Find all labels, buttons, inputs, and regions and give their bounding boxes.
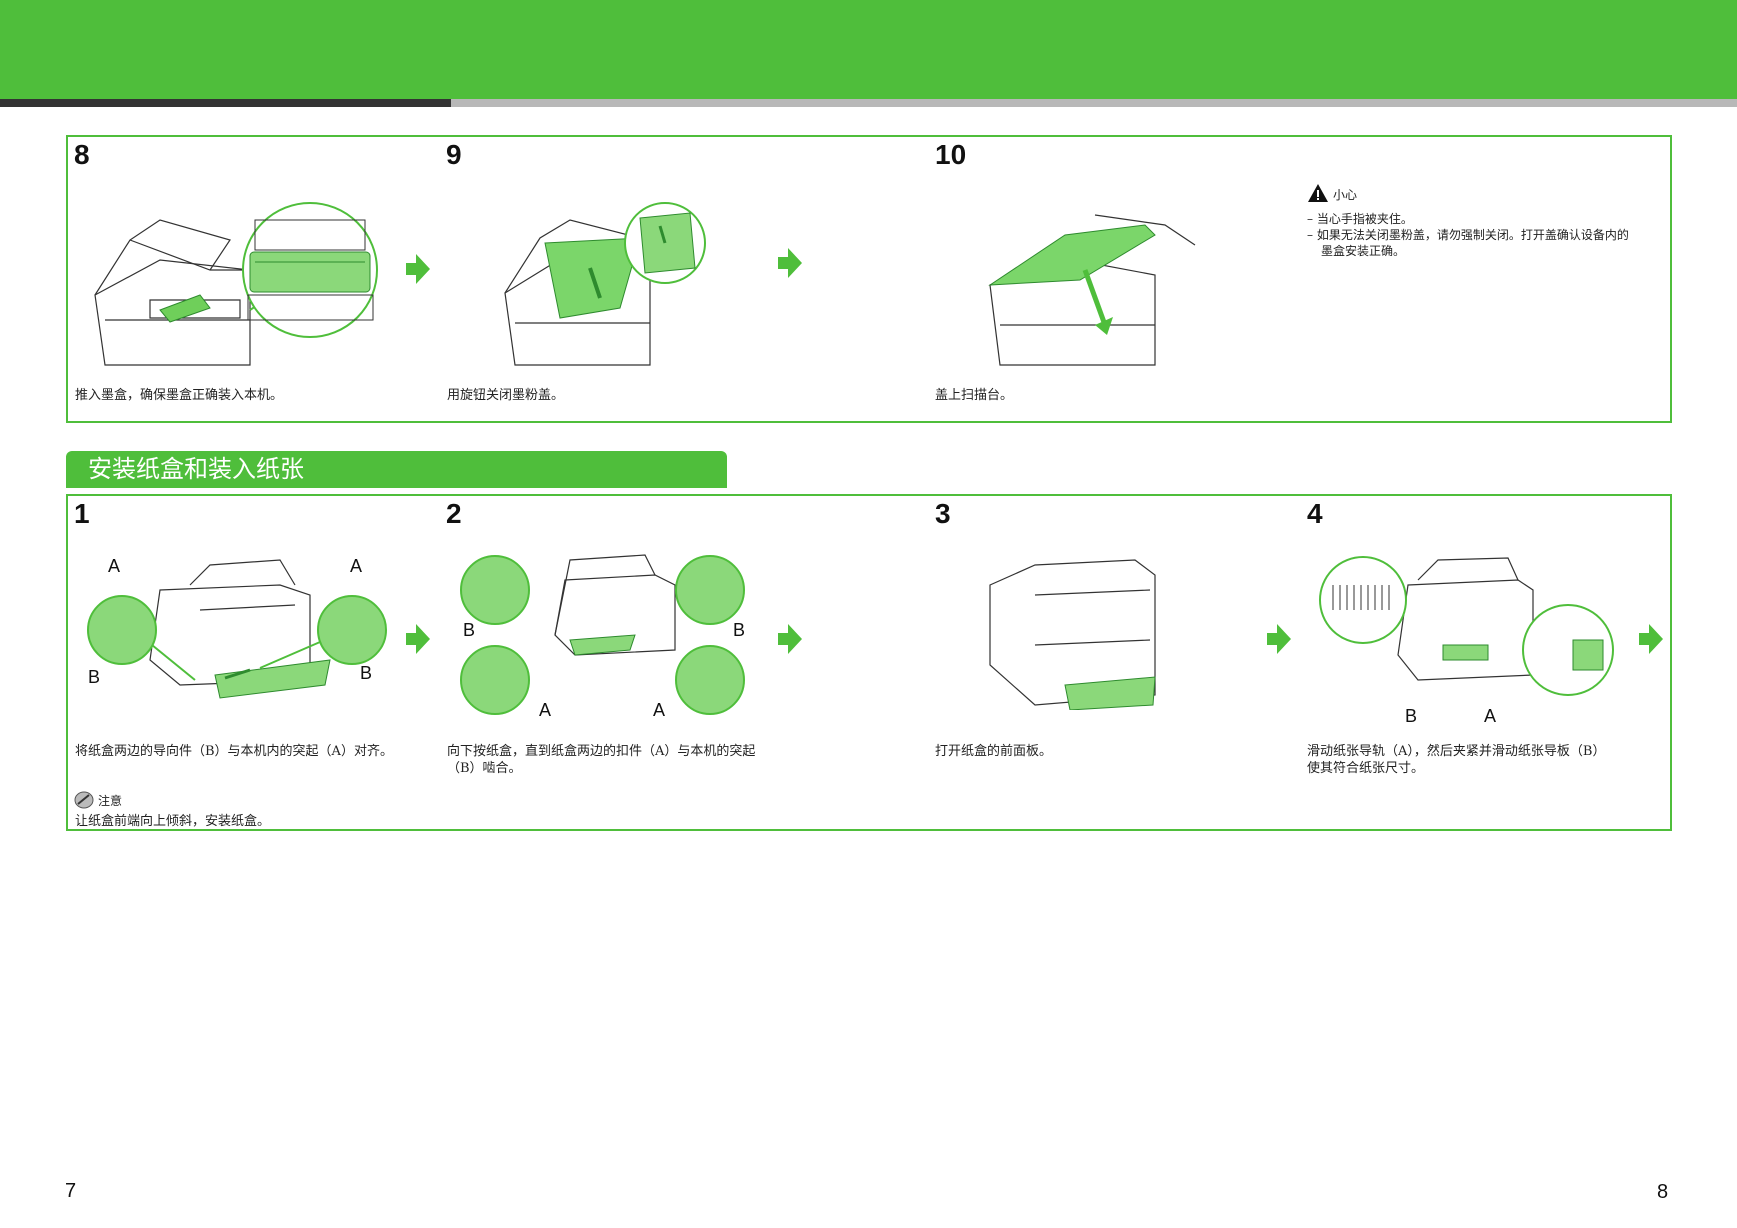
step-8-illustration	[94, 202, 378, 366]
label-a: A	[539, 700, 551, 720]
label-a: A	[653, 700, 665, 720]
header-band	[0, 0, 1737, 99]
bottom-step-3-illustration	[989, 559, 1156, 710]
next-step-arrow	[406, 254, 430, 284]
next-step-arrow	[778, 624, 802, 654]
header-rule-light	[451, 99, 1737, 107]
step-number: 8	[74, 139, 90, 170]
note-text: 让纸盒前端向上倾斜，安装纸盒。	[75, 814, 271, 829]
step-caption: 盖上扫描台。	[935, 388, 1014, 403]
bottom-step-4-illustration: B A	[1319, 556, 1614, 725]
step-number: 9	[446, 139, 462, 170]
step-10-illustration	[988, 214, 1196, 366]
step-caption: 向下按纸盒，直到纸盒两边的扣件（A）与本机的突起（B）啮合。	[447, 744, 756, 776]
label-b: B	[1405, 706, 1417, 725]
step-caption: 滑动纸张导轨（A），然后夹紧并滑动纸张导板（B）使其符合纸张尺寸。	[1307, 744, 1606, 776]
label-a: A	[108, 556, 120, 576]
step-caption: 将纸盒两边的导向件（B）与本机内的突起（A）对齐。	[75, 744, 393, 759]
bottom-step-1-illustration: A B A B	[87, 556, 387, 699]
step-number: 10	[935, 139, 967, 170]
next-step-arrow	[778, 248, 802, 278]
label-b: B	[733, 620, 745, 640]
step-number: 4	[1307, 498, 1323, 529]
caution-item: – 如果无法关闭墨粉盖，请勿强制关闭。打开盖确认设备内的墨盒安装正确。	[1307, 228, 1629, 258]
label-a: A	[350, 556, 362, 576]
step-number: 2	[446, 498, 462, 529]
label-b: B	[463, 620, 475, 640]
caution-title: 小心	[1333, 188, 1358, 202]
header-rule-dark	[0, 99, 451, 107]
label-b: B	[88, 667, 100, 687]
caution-list: – 当心手指被夹住。 – 如果无法关闭墨粉盖，请勿强制关闭。打开盖确认设备内的墨…	[1307, 211, 1637, 259]
page-number-left: 7	[65, 1180, 77, 1202]
step-caption: 用旋钮关闭墨粉盖。	[447, 388, 565, 403]
step-caption: 推入墨盒，确保墨盒正确装入本机。	[75, 388, 284, 403]
warning-triangle-icon	[1308, 184, 1328, 202]
step-number: 3	[935, 498, 951, 529]
next-step-arrow	[1639, 624, 1663, 654]
step-caption: 打开纸盒的前面板。	[935, 744, 1053, 759]
bottom-step-2-illustration: B B A A	[460, 554, 745, 720]
page-number-right: 8	[1657, 1181, 1669, 1203]
note-pencil-icon	[74, 791, 94, 809]
label-a: A	[1484, 706, 1496, 725]
label-b: B	[360, 663, 372, 683]
caution-item: – 当心手指被夹住。	[1307, 212, 1413, 226]
next-step-arrow	[406, 624, 430, 654]
next-step-arrow	[1267, 624, 1291, 654]
step-9-illustration	[504, 202, 706, 366]
step-number: 1	[74, 498, 90, 529]
note-title: 注意	[98, 794, 123, 808]
section-title: 安装纸盒和装入纸张	[66, 451, 727, 488]
